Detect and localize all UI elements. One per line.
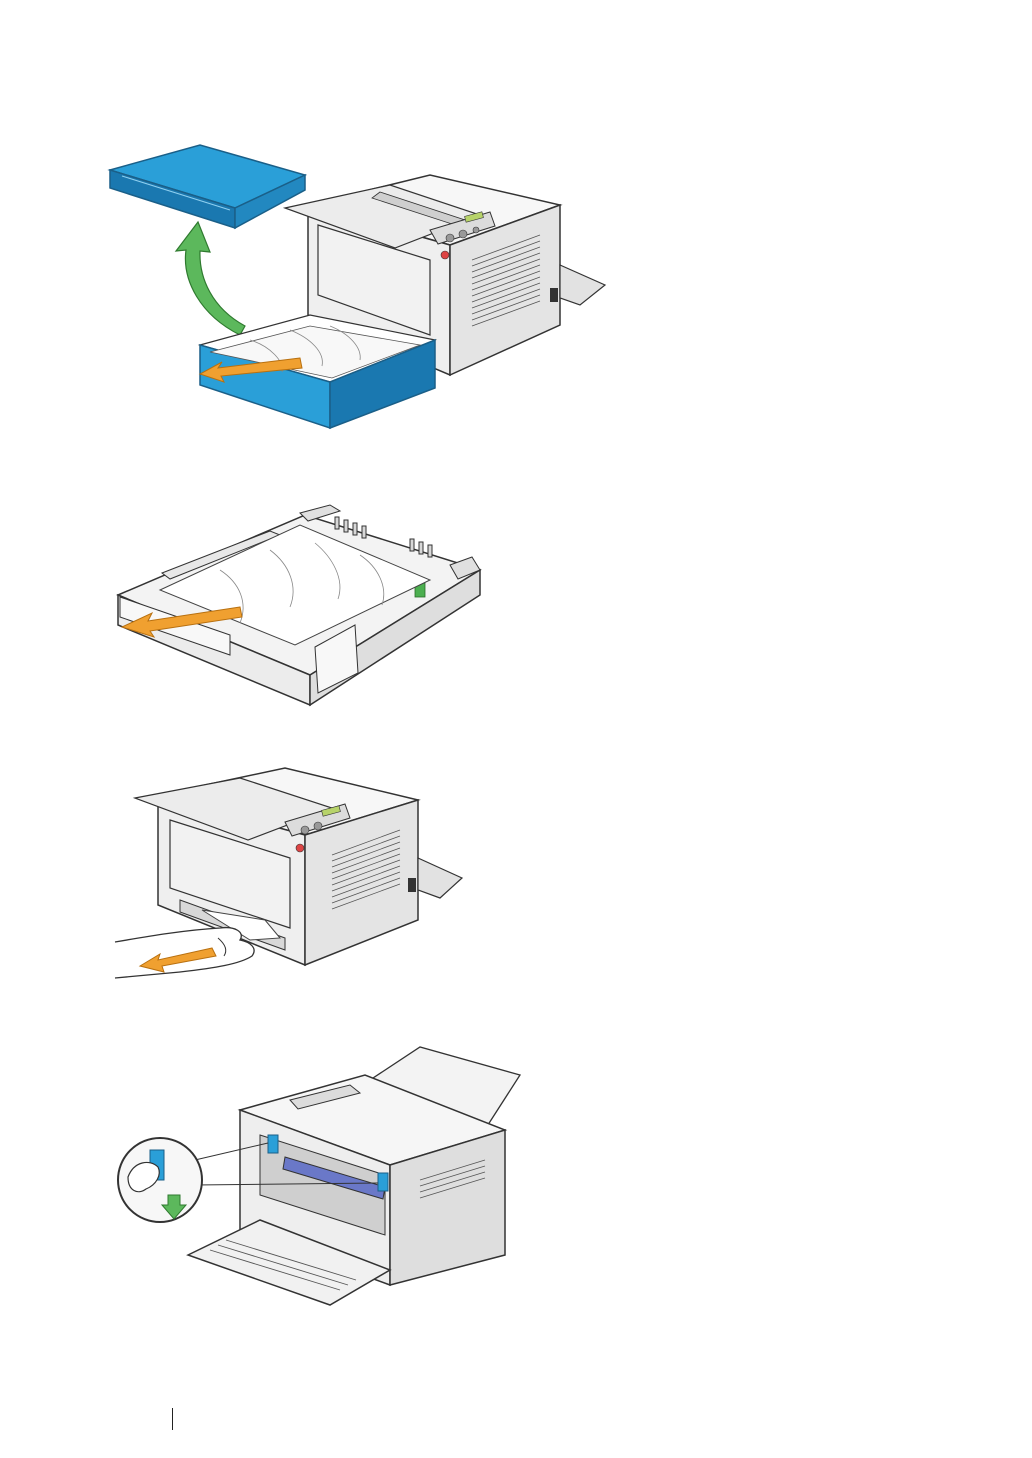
printer-rear-open-icon [188, 1047, 520, 1305]
paper-tray-illustration [100, 495, 500, 715]
figure-remove-jammed-paper-from-tray [100, 495, 500, 715]
lever-blue-icon [268, 1135, 278, 1153]
figure-release-rear-levers [100, 1035, 530, 1310]
magnifier-callout-icon [118, 1138, 202, 1222]
tray-cover-blue-icon [110, 145, 305, 228]
printer-rear-illustration [100, 1035, 530, 1310]
footer-divider [172, 1408, 173, 1430]
lever-blue-icon [378, 1173, 388, 1191]
printer-tray-cover-illustration [100, 130, 620, 435]
figure-pull-paper-from-printer-slot [100, 760, 480, 990]
figure-remove-tray-cover [100, 130, 620, 435]
curved-lift-arrow-green-icon [176, 222, 245, 335]
printer-hand-illustration [100, 760, 480, 990]
